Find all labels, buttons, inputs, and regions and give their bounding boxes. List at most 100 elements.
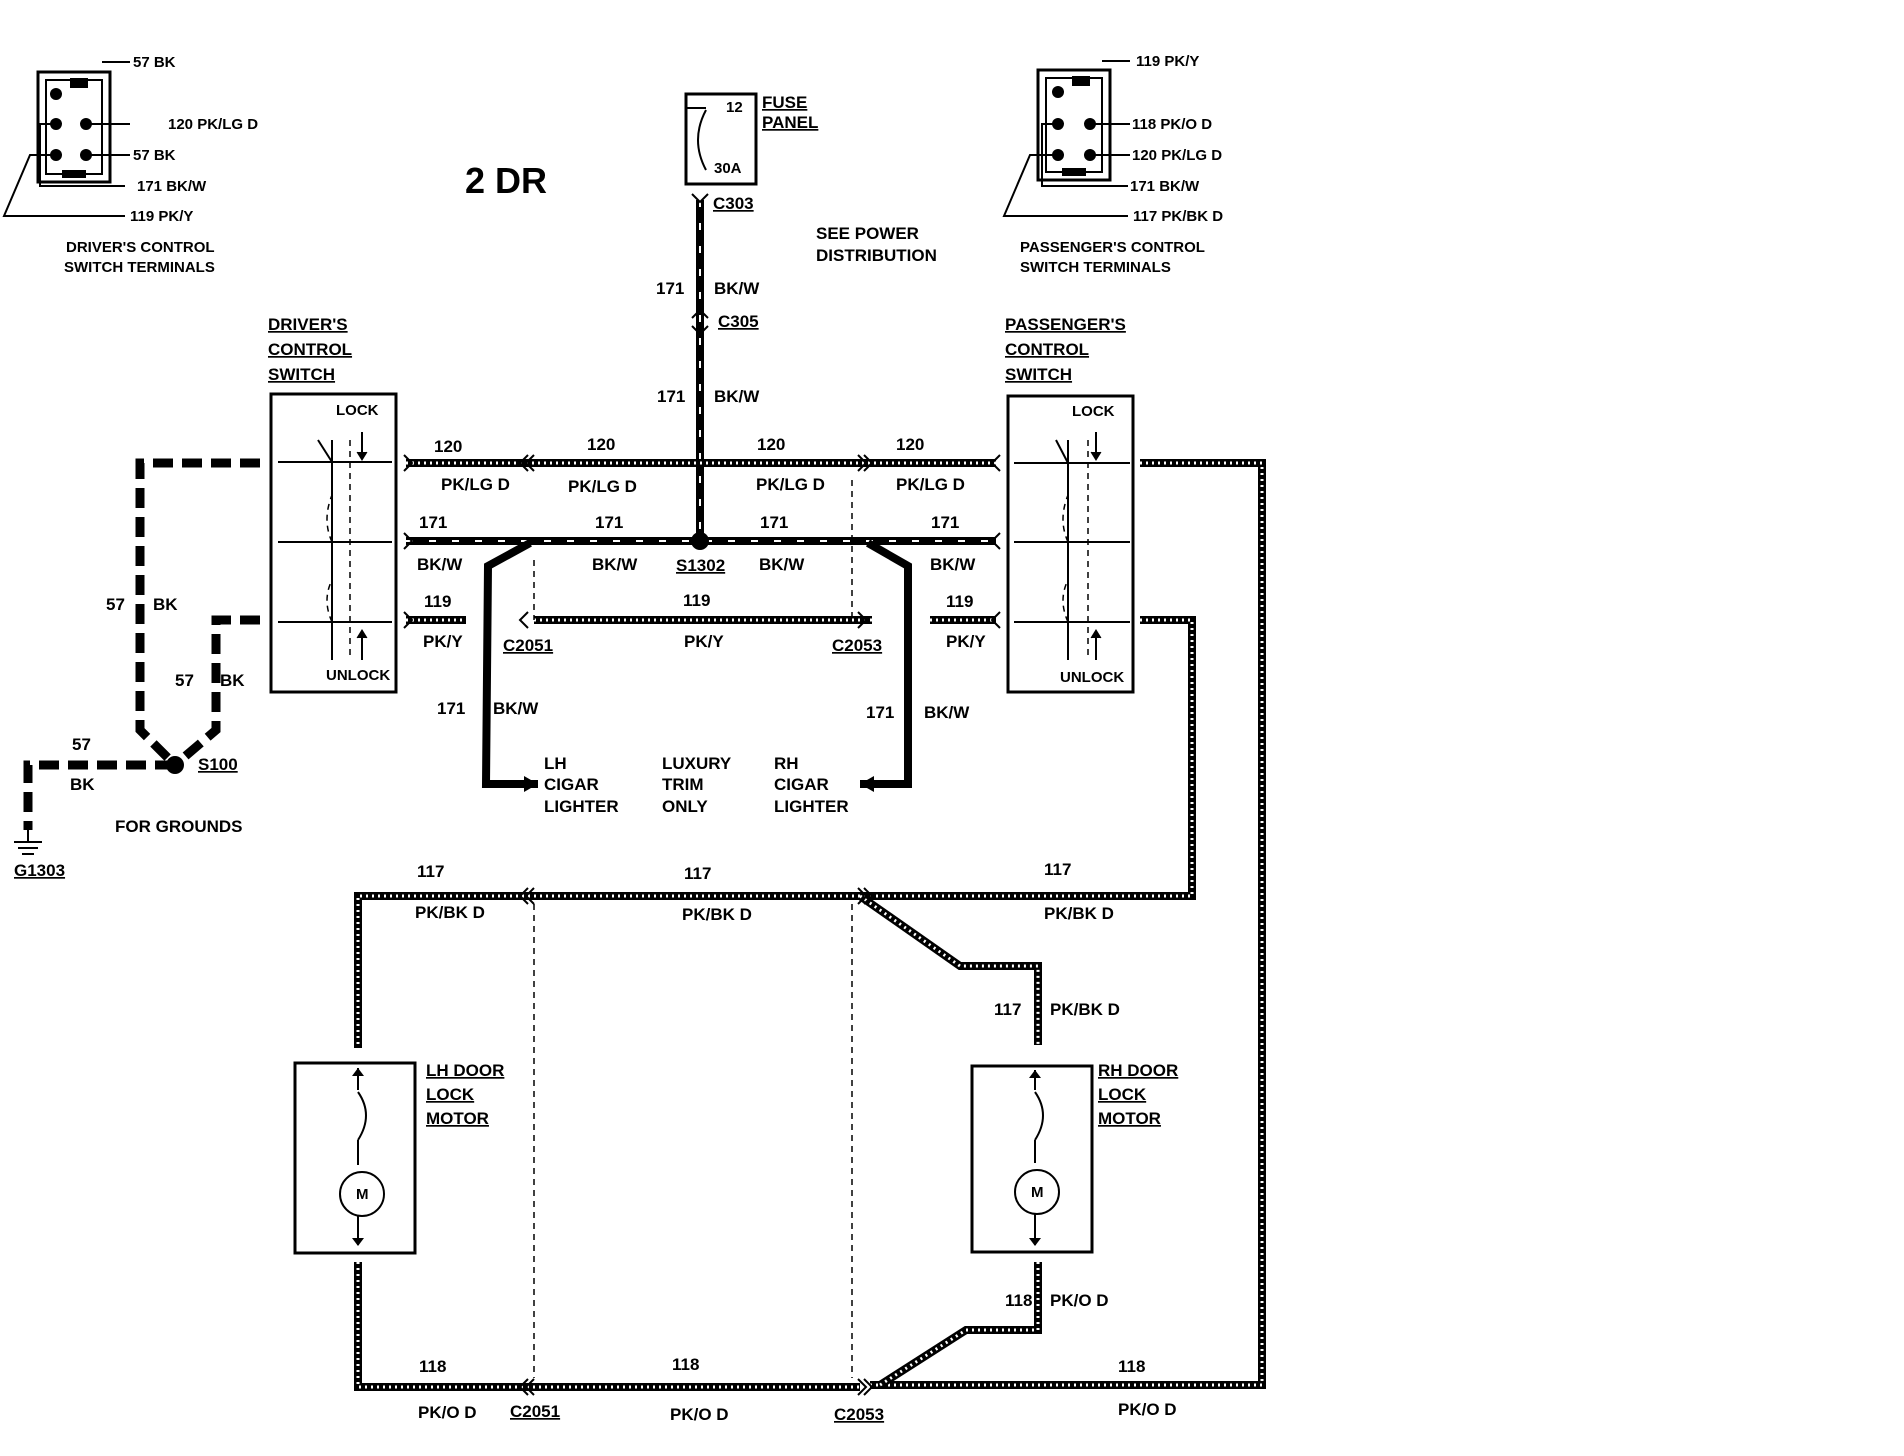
passenger-switch-label-2: CONTROL <box>1005 340 1089 359</box>
fuse-connector-c303: C303 <box>713 194 754 213</box>
w117-a-circuit: 117 <box>417 862 444 881</box>
w118-c-color: PK/O D <box>670 1405 729 1424</box>
w118-d-color: PK/O D <box>1118 1400 1177 1419</box>
w118-d-circuit: 118 <box>1118 1357 1145 1376</box>
rh-lighter-color: BK/W <box>924 703 970 722</box>
w118-c-circuit: 118 <box>672 1355 699 1374</box>
passenger-terminals-caption-2: SWITCH TERMINALS <box>1020 259 1171 276</box>
wire-171-bus <box>406 537 996 792</box>
driver-pin-5: 119 PK/Y <box>130 208 193 225</box>
w118-b-color: PK/O D <box>418 1403 477 1422</box>
w119-c-circuit: 119 <box>946 592 973 611</box>
w120-d-circuit: 120 <box>896 435 924 454</box>
driver-pin-3: 57 BK <box>133 147 176 164</box>
w120-a-color: PK/LG D <box>441 475 510 494</box>
w171-b-circuit: 171 <box>595 513 623 532</box>
driver-terminal-inset <box>2 61 130 217</box>
w171-c-circuit: 171 <box>760 513 788 532</box>
w171-c-color: BK/W <box>759 555 805 574</box>
w120-c-circuit: 120 <box>757 435 785 454</box>
lh-lighter-label-2: CIGAR <box>544 775 599 794</box>
connector-marks <box>403 454 1001 629</box>
w57-b-circuit: 57 <box>175 671 194 690</box>
lh-motor-symbol: M <box>356 1186 369 1203</box>
driver-switch-label-3: SWITCH <box>268 365 335 384</box>
splice-s1302-dot <box>691 532 709 550</box>
wire-118 <box>354 1262 1042 1396</box>
driver-pin-2: 120 PK/LG D <box>168 116 258 133</box>
w119-b-circuit: 119 <box>683 591 710 610</box>
w171-d-circuit: 171 <box>931 513 959 532</box>
w117-c-circuit: 117 <box>1044 860 1071 879</box>
fuse-panel-label-2: PANEL <box>762 113 818 132</box>
lh-motor-label-1: LH DOOR <box>426 1061 504 1080</box>
passenger-terminals-caption-1: PASSENGER'S CONTROL <box>1020 239 1205 256</box>
lh-lighter-circuit: 171 <box>437 699 465 718</box>
driver-switch-unlock: UNLOCK <box>326 667 390 684</box>
w117-b-color: PK/BK D <box>682 905 752 924</box>
passenger-pin-1: 119 PK/Y <box>1136 53 1199 70</box>
w117-d-color: PK/BK D <box>1050 1000 1120 1019</box>
fuse-panel <box>684 92 758 186</box>
w120-b-circuit: 120 <box>587 435 615 454</box>
w171-b-color: BK/W <box>592 555 638 574</box>
passenger-switch-label-1: PASSENGER'S <box>1005 315 1126 334</box>
passenger-pin-4: 171 BK/W <box>1130 178 1200 195</box>
see-power-line-2: DISTRIBUTION <box>816 246 937 265</box>
splice-s1302: S1302 <box>676 556 725 575</box>
w171-a-color: BK/W <box>417 555 463 574</box>
luxury-label-1: LUXURY <box>662 754 732 773</box>
splice-s100: S100 <box>198 755 238 774</box>
w171-a-circuit: 171 <box>419 513 447 532</box>
ground-wire-57 <box>14 458 260 855</box>
feed-circuit-label-1: 171 <box>656 279 684 298</box>
lh-lighter-label-3: LIGHTER <box>544 797 619 816</box>
w119-b-color: PK/Y <box>684 632 724 651</box>
ground-g1303: G1303 <box>14 861 65 880</box>
feed-connector-c305: C305 <box>718 312 759 331</box>
driver-terminals-caption-1: DRIVER'S CONTROL <box>66 239 215 256</box>
feed-color-label-1: BK/W <box>714 279 760 298</box>
rh-motor-label-1: RH DOOR <box>1098 1061 1178 1080</box>
driver-pin-4: 171 BK/W <box>137 178 207 195</box>
luxury-label-2: TRIM <box>662 775 704 794</box>
connector-c2053-bottom: C2053 <box>834 1405 884 1424</box>
driver-switch-label-2: CONTROL <box>268 340 352 359</box>
w118-b-circuit: 118 <box>419 1357 446 1376</box>
w171-d-color: BK/W <box>930 555 976 574</box>
w119-a-circuit: 119 <box>424 592 451 611</box>
lh-door-lock-motor <box>293 1061 417 1255</box>
fuse-panel-label-1: FUSE <box>762 93 807 112</box>
w57-a-color: BK <box>153 595 178 614</box>
lh-lighter-label-1: LH <box>544 754 567 773</box>
w120-b-color: PK/LG D <box>568 477 637 496</box>
driver-switch-label-1: DRIVER'S <box>268 315 348 334</box>
rh-motor-label-3: MOTOR <box>1098 1109 1161 1128</box>
passenger-terminal-inset <box>1002 60 1130 217</box>
rh-motor-label-2: LOCK <box>1098 1085 1147 1104</box>
driver-terminals-caption-2: SWITCH TERMINALS <box>64 259 215 276</box>
passenger-pin-5: 117 PK/BK D <box>1133 208 1223 225</box>
w117-a-color: PK/BK D <box>415 903 485 922</box>
rh-lighter-circuit: 171 <box>866 703 894 722</box>
w120-a-circuit: 120 <box>434 437 462 456</box>
rh-lighter-label-3: LIGHTER <box>774 797 849 816</box>
lh-lighter-color: BK/W <box>493 699 539 718</box>
w117-b-circuit: 117 <box>684 864 711 883</box>
see-power-line-1: SEE POWER <box>816 224 919 243</box>
passenger-control-switch <box>1006 394 1135 694</box>
luxury-label-3: ONLY <box>662 797 708 816</box>
rh-lighter-label-2: CIGAR <box>774 775 829 794</box>
fuse-rating-label: 30A <box>714 160 742 177</box>
driver-switch-lock: LOCK <box>336 402 379 419</box>
w117-c-color: PK/BK D <box>1044 904 1114 923</box>
passenger-switch-label-3: SWITCH <box>1005 365 1072 384</box>
feed-color-label-2: BK/W <box>714 387 760 406</box>
w119-c-color: PK/Y <box>946 632 986 651</box>
connector-c2051-top: C2051 <box>503 636 553 655</box>
w117-d-circuit: 117 <box>994 1000 1021 1019</box>
w57-a-circuit: 57 <box>106 595 125 614</box>
rh-motor-symbol: M <box>1031 1184 1044 1201</box>
feed-wire-171 <box>691 193 709 540</box>
rh-lighter-label-1: RH <box>774 754 799 773</box>
